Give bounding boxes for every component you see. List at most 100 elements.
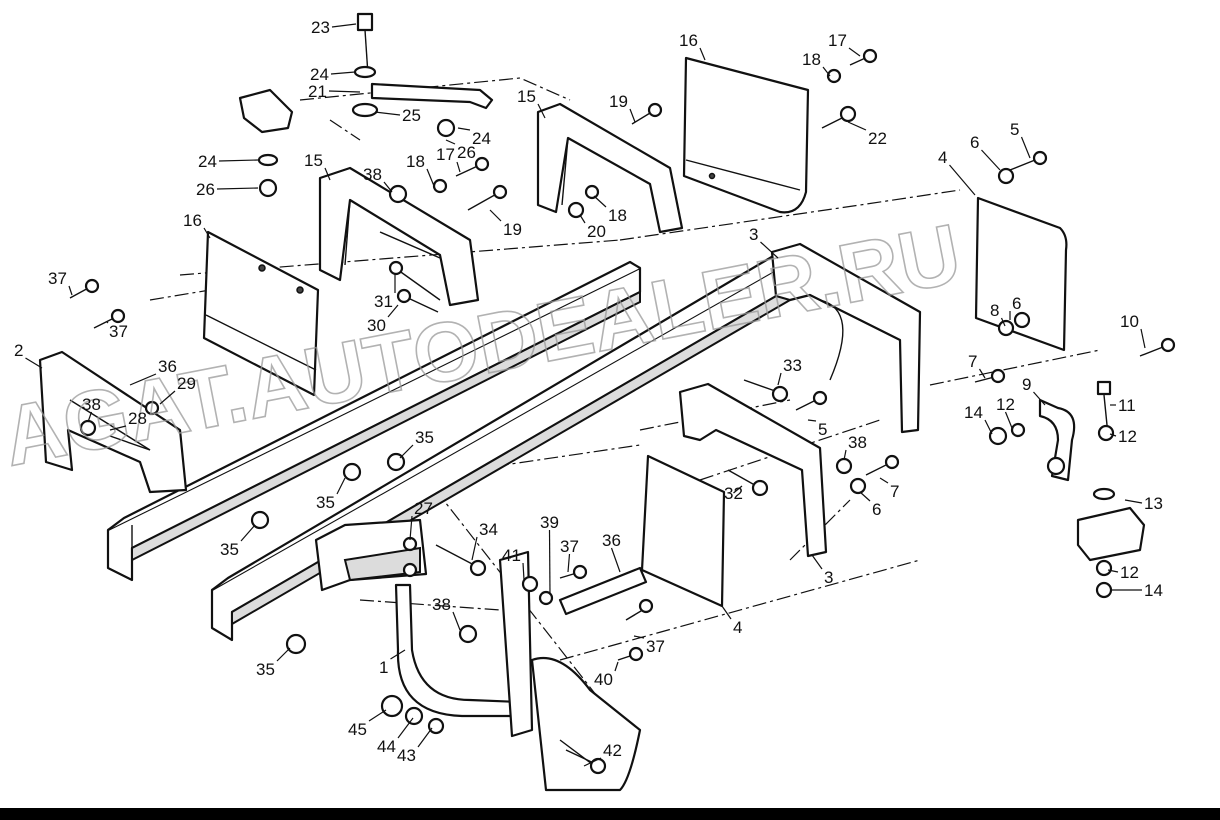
leader-c12c [1107, 569, 1119, 573]
leader-c12b [1004, 411, 1013, 429]
mudflap-4-center [640, 454, 726, 608]
bracket-2 [38, 350, 188, 494]
leader-c39 [548, 529, 551, 596]
callout-c23: 23 [311, 18, 330, 37]
rubber-block-13 [1076, 506, 1146, 562]
leader-c18b [426, 168, 435, 187]
leader-c9 [1033, 391, 1046, 406]
callout-c41: 41 [502, 546, 521, 565]
callout-c16a: 16 [183, 211, 202, 230]
leader-c37c [567, 553, 571, 573]
bracket-3-lower [678, 382, 828, 558]
leader-c35d [276, 647, 291, 662]
nuts-and-washers [79, 65, 1116, 735]
callout-c35d: 35 [256, 660, 275, 679]
bracket-3-upper [770, 242, 922, 434]
callout-c33: 33 [783, 356, 802, 375]
leader-c17a [848, 47, 861, 57]
leader-c4a [949, 164, 976, 196]
tube-bracket-1 [314, 518, 534, 738]
callout-c25: 25 [402, 106, 421, 125]
callout-c38c: 38 [432, 595, 451, 614]
callout-c37a: 37 [48, 269, 67, 288]
support-rod-9 [1038, 398, 1076, 482]
callout-c6c: 6 [872, 500, 881, 519]
callout-c35a: 35 [415, 428, 434, 447]
callout-c18c: 18 [608, 206, 627, 225]
callout-c11: 11 [1118, 396, 1136, 415]
callout-c22: 22 [868, 129, 887, 148]
leader-c35b [336, 477, 346, 495]
callout-c17a: 17 [828, 31, 847, 50]
leader-c20 [579, 214, 586, 224]
leader-c5a [1020, 136, 1031, 159]
leader-c19a [629, 108, 636, 123]
leader-c12a [1109, 433, 1117, 437]
leader-c6a [981, 149, 1001, 171]
callout-c4b: 4 [733, 618, 742, 637]
leader-c27 [409, 515, 413, 541]
strap-36 [558, 566, 648, 616]
leader-c28 [109, 425, 127, 431]
leader-c38a [383, 181, 393, 193]
leader-c37a [68, 285, 73, 296]
leader-c17b [456, 161, 461, 173]
callout-c16b: 16 [679, 31, 698, 50]
callout-c35b: 35 [316, 493, 335, 512]
callout-c20: 20 [587, 222, 606, 241]
leader-c35a [399, 444, 414, 459]
leader-c29 [159, 390, 176, 405]
callout-c34: 34 [479, 520, 498, 539]
callout-c24b: 24 [198, 152, 217, 171]
callout-c24c: 24 [472, 129, 491, 148]
callout-c12b: 12 [996, 395, 1015, 414]
callout-c36b: 36 [602, 531, 621, 550]
leader-c42 [583, 757, 602, 767]
callout-c7b: 7 [890, 482, 899, 501]
leader-c26a [216, 187, 259, 190]
leader-c24b [218, 159, 259, 162]
rubber-pad-upper [238, 88, 294, 134]
leader-c30 [387, 304, 399, 318]
leader-c19b [489, 209, 502, 222]
callout-c19b: 19 [503, 220, 522, 239]
leader-c3b [811, 554, 823, 570]
callout-c37b: 37 [109, 322, 128, 341]
callout-c29: 29 [177, 374, 196, 393]
callout-c42: 42 [603, 741, 622, 760]
callout-c14a: 14 [964, 403, 983, 422]
leader-c41 [522, 562, 525, 581]
callout-c28: 28 [128, 409, 147, 428]
leader-c4b [721, 605, 732, 620]
leader-c25 [374, 111, 401, 116]
bracket-15-right [536, 102, 684, 234]
callout-c1: 1 [379, 658, 388, 677]
callout-c8: 8 [990, 301, 999, 320]
leader-c32 [733, 485, 743, 494]
callout-c38b: 38 [82, 395, 101, 414]
callout-c24a: 24 [310, 65, 329, 84]
leader-c24a [330, 71, 356, 75]
callout-c43: 43 [397, 746, 416, 765]
leader-c15a [324, 167, 331, 181]
callout-c5b: 5 [818, 420, 827, 439]
leader-c16a [203, 227, 211, 239]
mudflap-42 [530, 656, 642, 792]
leader-c24c [457, 127, 471, 131]
callout-c38a: 38 [363, 165, 382, 184]
bolts [69, 12, 1176, 775]
callout-c4a: 4 [938, 148, 947, 167]
callout-c44: 44 [377, 737, 396, 756]
callout-c38d: 38 [848, 433, 867, 452]
callout-c39: 39 [540, 513, 559, 532]
callout-c15a: 15 [304, 151, 323, 170]
leader-c14a [984, 419, 993, 435]
leader-c35c [240, 524, 256, 542]
callout-c6a: 6 [970, 133, 979, 152]
leader-c37d [633, 635, 645, 639]
callout-c5a: 5 [1010, 120, 1019, 139]
callout-c31: 31 [374, 292, 393, 311]
callout-c15b: 15 [517, 87, 536, 106]
